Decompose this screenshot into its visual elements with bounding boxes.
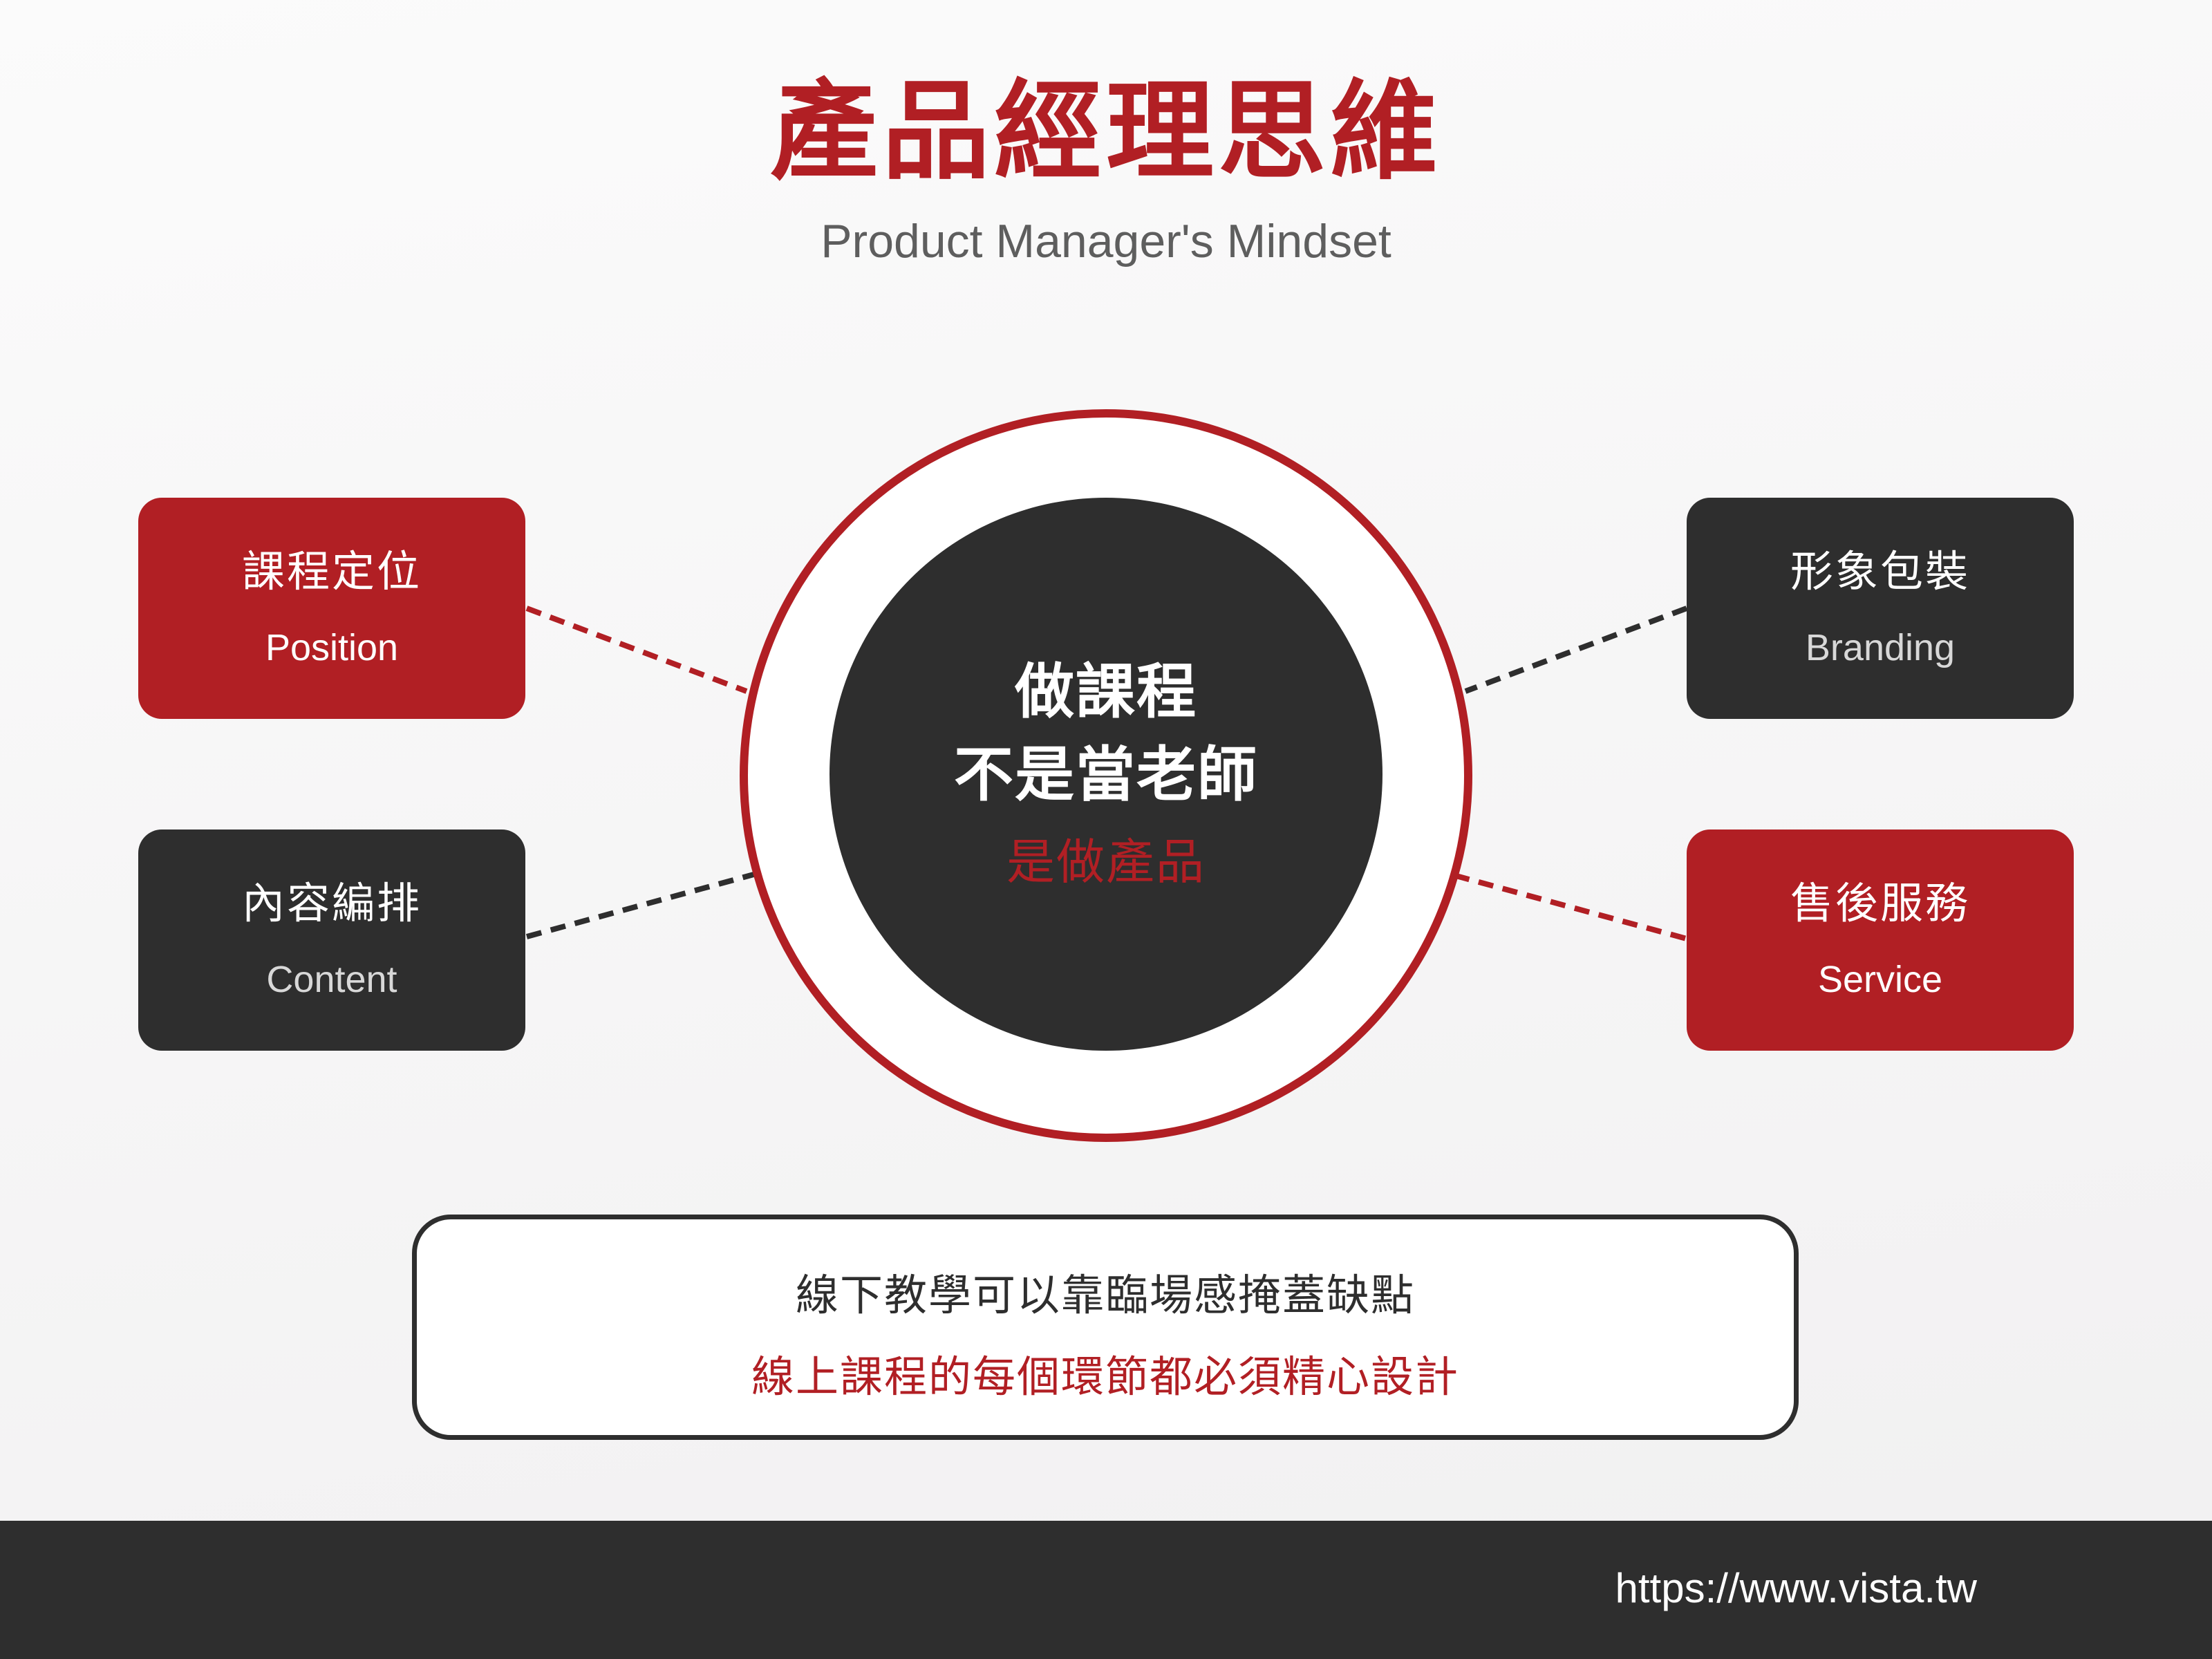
node-position-en: Position — [265, 627, 399, 668]
node-branding-zh: 形象包裝 — [1790, 546, 1970, 597]
node-content-zh: 內容編排 — [241, 878, 422, 928]
page-title: 產品經理思維 — [770, 68, 1442, 194]
center-line-1: 做課程 — [1015, 657, 1197, 727]
node-service-en: Service — [1817, 959, 1943, 1000]
node-service: 售後服務 Service — [1687, 830, 2074, 1051]
node-position-zh: 課程定位 — [241, 546, 422, 597]
page-subtitle: Product Manager's Mindset — [821, 215, 1391, 268]
note-box — [412, 1215, 1799, 1440]
node-position: 課程定位 Position — [138, 498, 525, 719]
connector-position — [525, 606, 748, 694]
node-content: 內容編排 Content — [138, 830, 525, 1051]
center-line-3: 是做產品 — [1006, 834, 1206, 890]
footer-bar — [0, 1521, 2212, 1659]
node-branding: 形象包裝 Branding — [1687, 498, 2074, 719]
footer-url[interactable]: https://www.vista.tw — [1615, 1565, 1977, 1611]
node-branding-en: Branding — [1805, 627, 1956, 668]
center-core — [830, 498, 1382, 1051]
node-content-en: Content — [266, 959, 397, 1000]
note-line-1: 線下教學可以靠臨場感掩蓋缺點 — [795, 1270, 1415, 1320]
center-line-2: 不是當老師 — [954, 740, 1258, 809]
note-line-2: 線上課程的每個環節都必須精心設計 — [751, 1351, 1459, 1402]
connector-branding — [1464, 606, 1688, 694]
node-service-zh: 售後服務 — [1790, 878, 1970, 928]
